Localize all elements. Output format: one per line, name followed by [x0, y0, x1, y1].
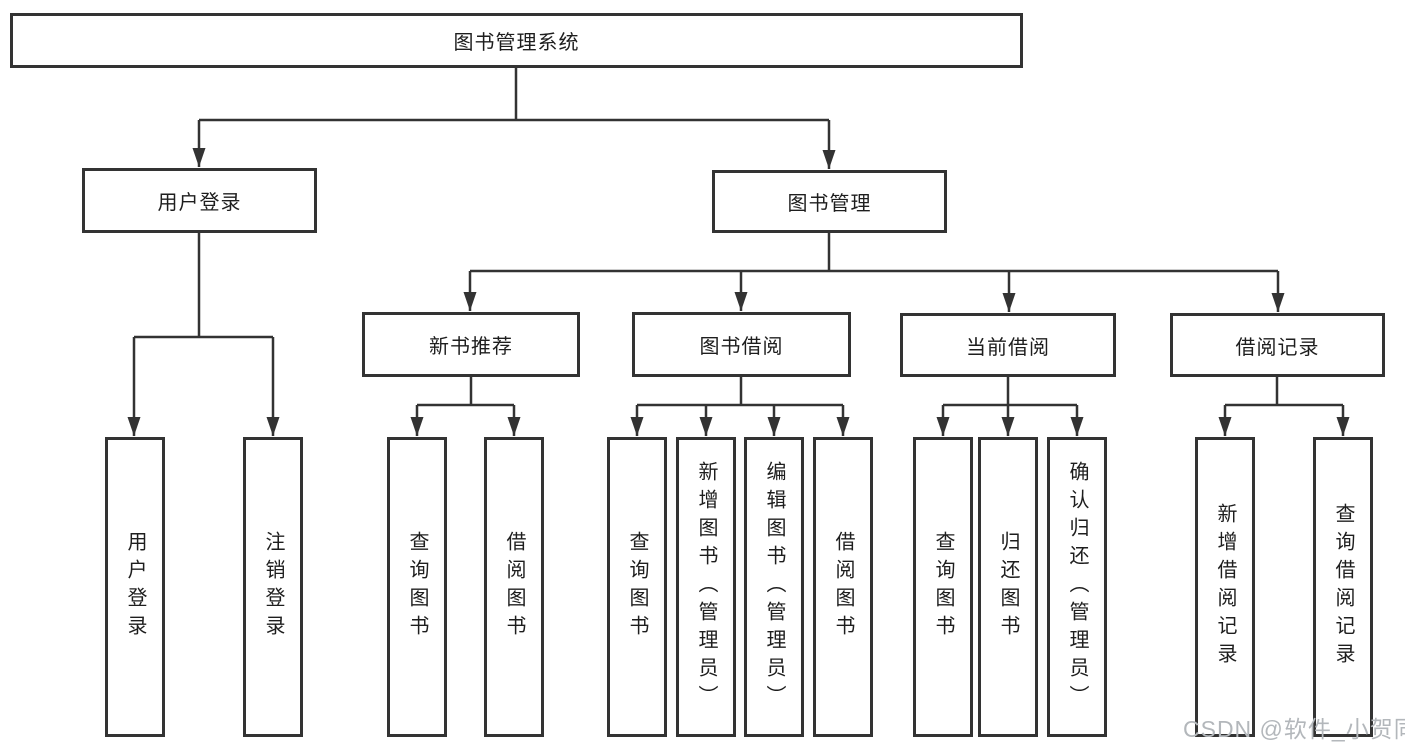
node-book-management: 图书管理: [712, 170, 947, 233]
node-current-borrowing: 当前借阅: [900, 313, 1116, 377]
leaf-logout: 注销登录: [243, 437, 303, 737]
node-label: 当前借阅: [966, 336, 1050, 359]
leaf-label: 查询图书: [932, 531, 954, 643]
node-borrowing-records: 借阅记录: [1170, 313, 1385, 377]
connector-group: [127, 68, 1350, 436]
node-label: 图书借阅: [699, 336, 784, 358]
tree-trunk-lines: [134, 68, 1343, 407]
leaf-borrow-books-bb: 借阅图书: [813, 437, 873, 737]
leaf-query-books-bb: 查询图书: [607, 437, 667, 737]
leaf-user-login: 用户登录: [105, 437, 165, 737]
leaf-add-borrow-record: 新增借阅记录: [1195, 437, 1255, 737]
leaf-label: 归还图书: [997, 531, 1019, 643]
leaf-query-books-nb: 查询图书: [387, 437, 447, 737]
leaf-label: 借阅图书: [503, 531, 525, 643]
leaf-label: 用户登录: [124, 531, 146, 643]
node-label: 图书管理: [787, 193, 872, 215]
csdn-watermark: CSDN @软件_小贺同学: [1183, 716, 1405, 742]
node-new-book-recommendation: 新书推荐: [362, 312, 580, 377]
leaf-label: 查询借阅记录: [1332, 503, 1354, 671]
leaf-query-borrow-record: 查询借阅记录: [1313, 437, 1373, 737]
leaf-label: 新增借阅记录: [1214, 503, 1236, 671]
leaf-label: 查询图书: [626, 531, 648, 643]
node-label: 图书管理系统: [453, 32, 580, 54]
node-user-login: 用户登录: [82, 168, 317, 233]
leaf-label: 编辑图书（管理员）: [763, 461, 785, 713]
leaf-edit-books-admin: 编辑图书（管理员）: [744, 437, 804, 737]
leaf-label: 确认归还（管理员）: [1066, 461, 1088, 713]
node-label: 新书推荐: [429, 336, 513, 358]
node-label: 用户登录: [157, 192, 242, 214]
leaf-label: 借阅图书: [832, 531, 854, 643]
node-book-borrowing: 图书借阅: [632, 312, 851, 377]
leaf-confirm-return-admin: 确认归还（管理员）: [1047, 437, 1107, 737]
leaf-borrow-books-nb: 借阅图书: [484, 437, 544, 737]
leaf-return-books: 归还图书: [978, 437, 1038, 737]
leaf-label: 查询图书: [406, 531, 428, 643]
leaf-query-books-cb: 查询图书: [913, 437, 973, 737]
leaf-label: 注销登录: [262, 531, 284, 643]
leaf-label: 新增图书（管理员）: [695, 461, 717, 713]
leaf-add-books-admin: 新增图书（管理员）: [676, 437, 736, 737]
node-label: 借阅记录: [1235, 336, 1320, 359]
node-library-management-system: 图书管理系统: [10, 13, 1023, 68]
